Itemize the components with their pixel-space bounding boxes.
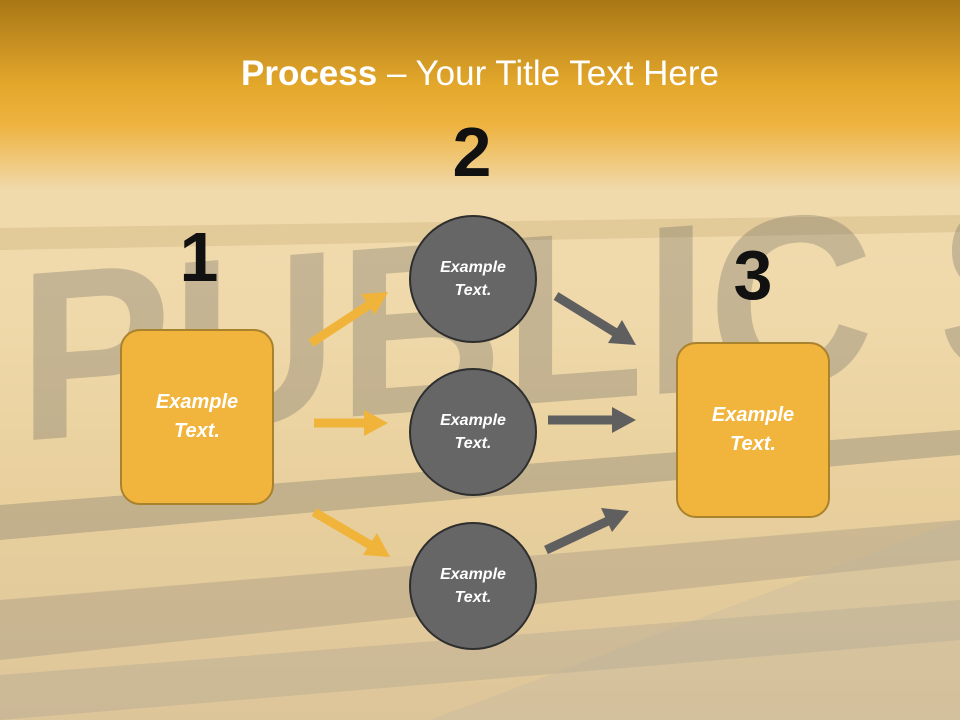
title-bold: Process <box>241 54 378 93</box>
step-number-3: 3 <box>733 236 773 314</box>
arrow-1-to-2-top-icon <box>308 292 388 347</box>
arrow-2-top-to-3-icon <box>553 292 636 345</box>
title-rest: Your Title Text Here <box>415 54 720 93</box>
step-2-circle-bottom: Example Text. <box>409 522 537 650</box>
step-1-box-text: Example Text. <box>155 391 239 442</box>
circle-text: Example Text. <box>440 412 506 452</box>
title-separator: – <box>377 54 416 93</box>
arrow-1-to-2-middle-icon <box>314 410 388 436</box>
circle-text: Example Text. <box>440 259 506 299</box>
step-2-circle-middle: Example Text. <box>409 368 537 496</box>
arrow-2-middle-to-3-icon <box>548 407 636 433</box>
arrow-2-bottom-to-3-icon <box>544 508 629 555</box>
step-number-1: 1 <box>179 218 219 296</box>
step-3-box-text: Example Text. <box>711 404 795 455</box>
step-1-box: Example Text. <box>120 329 274 505</box>
arrow-1-to-2-bottom-icon <box>311 508 390 557</box>
circle-text: Example Text. <box>440 566 506 606</box>
page-title: Process – Your Title Text Here <box>0 52 960 96</box>
step-3-box: Example Text. <box>676 342 830 518</box>
step-2-circle-top: Example Text. <box>409 215 537 343</box>
step-number-2: 2 <box>452 113 492 191</box>
